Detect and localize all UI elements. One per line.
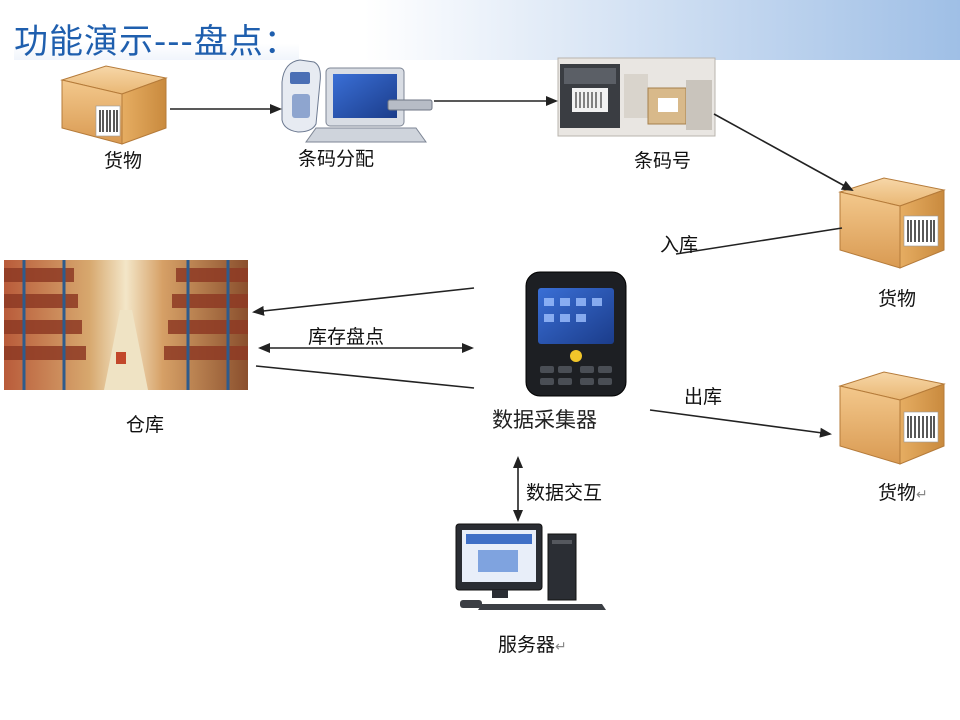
label-outbound: 出库 [684,386,723,408]
label-server: 服务器↵ [498,634,567,656]
line-warehouse-to-collector [255,365,475,389]
label-barcode-assign: 条码分配 [298,148,375,170]
line-inbound [675,227,843,255]
arrow-collector-to-warehouse [252,287,475,316]
label-warehouse: 仓库 [126,414,165,436]
arrow-printer-to-goods [713,113,854,191]
label-barcode-no: 条码号 [634,150,692,172]
label-inbound: 入库 [660,234,699,256]
cardboard-box-icon [60,65,168,145]
label-goods-right-top: 货物 [878,288,917,310]
arrow-outbound [649,409,832,438]
label-inventory-check: 库存盘点 [308,326,385,348]
label-goods-top-left: 货物 [104,150,143,172]
handheld-terminal-icon [525,271,627,397]
return-mark-icon: ↵ [916,487,928,503]
cardboard-box-icon [838,177,946,269]
page-title: 功能演示---盘点： [14,14,299,63]
label-goods-right-bottom: 货物↵ [878,482,928,504]
cardboard-box-icon [838,371,946,465]
desktop-server-icon [455,523,606,610]
pc-scanner-icon [281,59,433,143]
label-data-exchange: 数据交互 [526,482,603,504]
label-data-collector: 数据采集器 [492,408,597,432]
return-mark-icon: ↵ [555,639,567,655]
warehouse-photo [4,260,248,390]
barcode-printer-icon [557,57,716,137]
